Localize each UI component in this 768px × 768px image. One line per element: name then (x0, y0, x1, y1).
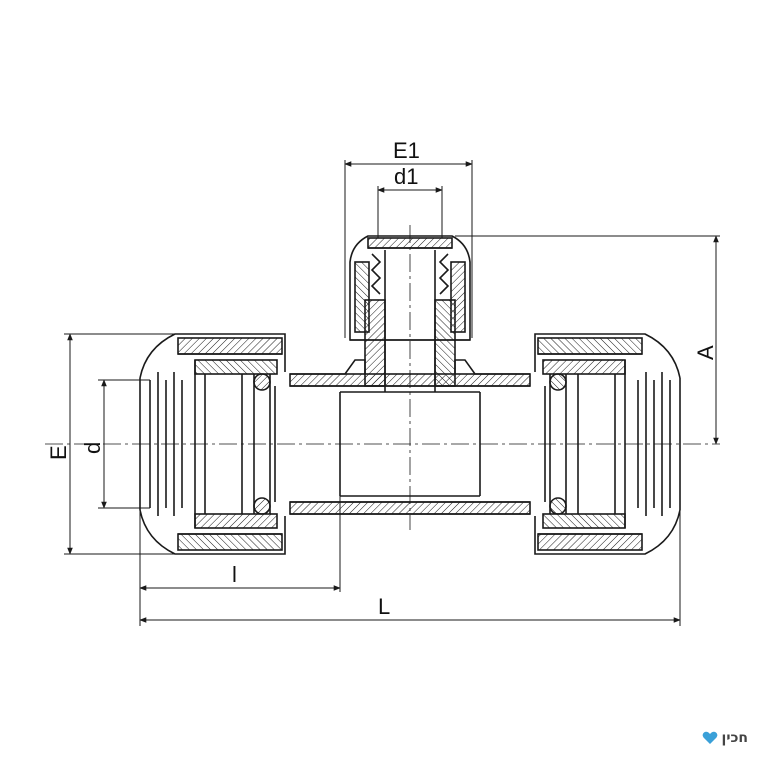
o-ring-left-top (253, 373, 271, 391)
label-l: l (232, 562, 237, 587)
o-ring-left-bottom (253, 497, 271, 515)
label-d1: d1 (394, 164, 418, 189)
heart-logo-icon (702, 731, 717, 744)
brand-logo: חכין (702, 730, 748, 746)
run-body-wall-top-hatch (289, 373, 531, 387)
run-body-wall-bottom-hatch (289, 501, 531, 515)
right-nut-outer (534, 333, 681, 555)
label-L: L (378, 594, 390, 619)
o-ring-right-bottom (549, 497, 567, 515)
label-E: E (46, 445, 71, 460)
dimension-labels: E1 d1 A E d l L (46, 138, 718, 619)
inner-bore (339, 391, 481, 497)
label-A: A (693, 345, 718, 360)
branch-nut (349, 235, 471, 341)
dimension-lines (64, 160, 720, 626)
logo-text: חכין (721, 730, 748, 746)
fitting-body (45, 225, 720, 555)
o-ring-right-top (549, 373, 567, 391)
label-d: d (80, 442, 105, 454)
label-E1: E1 (393, 138, 420, 163)
